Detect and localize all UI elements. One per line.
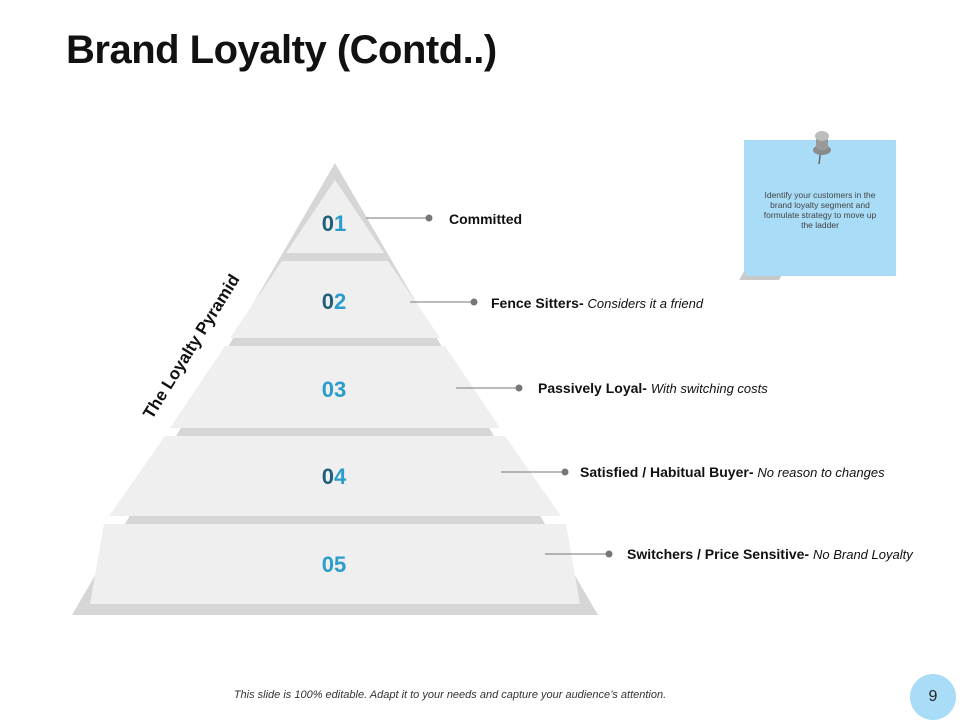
slide-title: Brand Loyalty (Contd..) (66, 28, 497, 72)
note-text: Identify your customers in the brand loy… (763, 190, 877, 230)
pyramid-level-1 (286, 180, 384, 253)
level-2-number: 02 (322, 289, 347, 314)
level-2-desc: Considers it a friend (587, 296, 704, 311)
note-paper (744, 140, 896, 276)
level-5-label: Switchers / Price Sensitive- No Brand Lo… (627, 546, 913, 562)
level-4-name: Satisfied / Habitual Buyer (580, 464, 749, 480)
level-2-label: Fence Sitters- Considers it a friend (491, 295, 704, 311)
level-1-name: Committed (449, 211, 523, 227)
pyramid-level-4 (109, 436, 561, 516)
page-number-badge: 9 (910, 674, 956, 720)
level-3-label: Passively Loyal- With switching costs (538, 380, 768, 396)
connector-dot-5 (605, 550, 613, 558)
pyramid-level-2 (230, 261, 440, 338)
level-3-number: 03 (322, 377, 347, 402)
connector-dot-2 (470, 298, 478, 306)
connector-dot-3 (515, 384, 523, 392)
level-3-name: Passively Loyal (538, 380, 643, 396)
level-1-number: 01 (322, 211, 347, 236)
connector-dot-4 (561, 468, 569, 476)
level-5-number: 05 (322, 552, 347, 577)
sticky-note: Identify your customers in the brand loy… (739, 131, 896, 280)
footer-note: This slide is 100% editable. Adapt it to… (233, 689, 667, 701)
level-3-desc: With switching costs (650, 381, 768, 396)
connector-dot-1 (425, 214, 433, 222)
pyramid-level-3 (170, 346, 500, 428)
pushpin-icon (813, 131, 831, 165)
level-4-desc: No reason to changes (757, 465, 885, 480)
level-5-name: Switchers / Price Sensitive (627, 546, 805, 562)
level-4-number: 04 (322, 464, 347, 489)
level-4-label: Satisfied / Habitual Buyer- No reason to… (580, 464, 885, 480)
level-5-desc: No Brand Loyalty (812, 547, 913, 562)
level-1-label: Committed (449, 211, 522, 227)
pyramid-level-5 (90, 524, 580, 604)
level-2-name: Fence Sitters (491, 295, 579, 311)
